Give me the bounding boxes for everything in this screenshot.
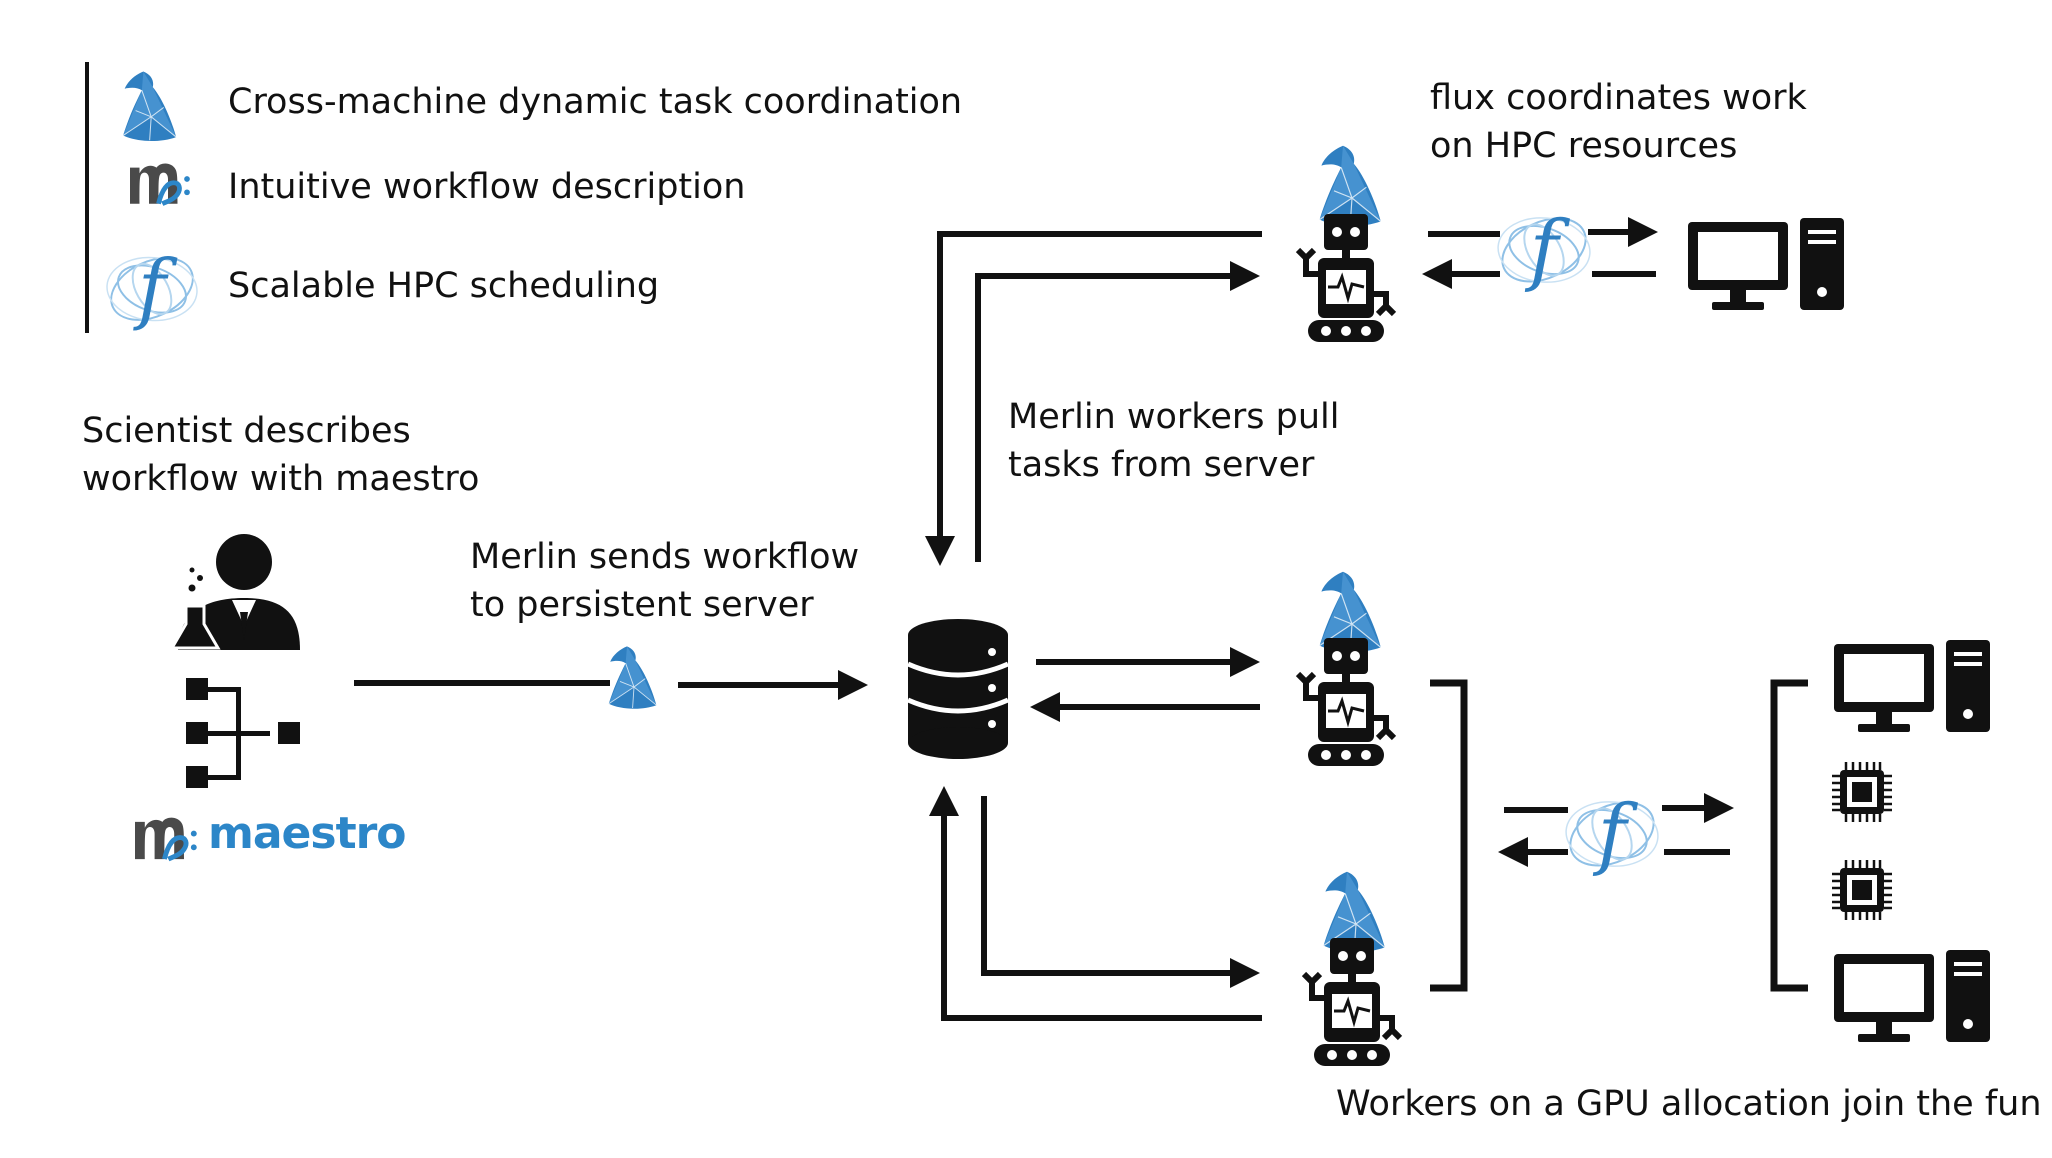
scientist-caption-line1: Scientist describes [82, 411, 411, 451]
scientist-icon [169, 534, 300, 650]
maestro-wordmark: maestro [208, 808, 407, 859]
workflow-tree-icon [186, 678, 300, 788]
flux-logo-icon [1559, 788, 1665, 880]
flux-caption-line1: flux coordinates work [1430, 78, 1807, 118]
legend-label-merlin: Cross-machine dynamic task coordination [228, 82, 963, 122]
robot-worker-icon-middle [1298, 638, 1394, 766]
legend-maestro-logo-icon [130, 164, 190, 204]
arrow-top-to-server [925, 231, 1262, 566]
merlin-sends-caption-line2: to persistent server [470, 585, 814, 625]
legend-divider [85, 62, 89, 333]
computer-icon-hpc [1688, 218, 1844, 310]
robot-worker-icon-bottom [1304, 938, 1400, 1066]
legend-label-maestro: Intuitive workflow description [228, 167, 746, 207]
flux-caption-line2: on HPC resources [1430, 126, 1738, 166]
flux-logo-icon [1491, 204, 1597, 296]
legend-flux-logo-icon [100, 243, 204, 335]
scientist-caption-line2: workflow with maestro [82, 459, 480, 499]
bracket-gpu-resources [1770, 679, 1808, 992]
arrow-bottom-to-server [929, 786, 1262, 1021]
bracket-workers [1430, 679, 1468, 992]
legend-label-flux: Scalable HPC scheduling [228, 266, 660, 306]
merlin-hat-icon [1319, 145, 1382, 227]
workers-pull-caption-line2: tasks from server [1008, 445, 1315, 485]
arrow-server-to-top [975, 261, 1260, 562]
merlin-hat-icon [608, 645, 657, 710]
gpu-chip-icon [1830, 858, 1894, 922]
arrow-server-to-bottom [981, 796, 1260, 988]
workers-pull-caption-line1: Merlin workers pull [1008, 397, 1340, 437]
gpu-chip-icon [1830, 760, 1894, 824]
computer-icon-gpu-bottom [1834, 950, 1990, 1042]
merlin-sends-caption-line1: Merlin sends workflow [470, 537, 860, 577]
computer-icon-gpu-top [1834, 640, 1990, 732]
database-server-icon [906, 619, 1010, 759]
legend-merlin-hat-icon [122, 71, 177, 142]
gpu-caption: Workers on a GPU allocation join the fun [1336, 1084, 2042, 1124]
robot-worker-icon-top [1298, 214, 1394, 342]
maestro-logo-icon [135, 818, 197, 859]
